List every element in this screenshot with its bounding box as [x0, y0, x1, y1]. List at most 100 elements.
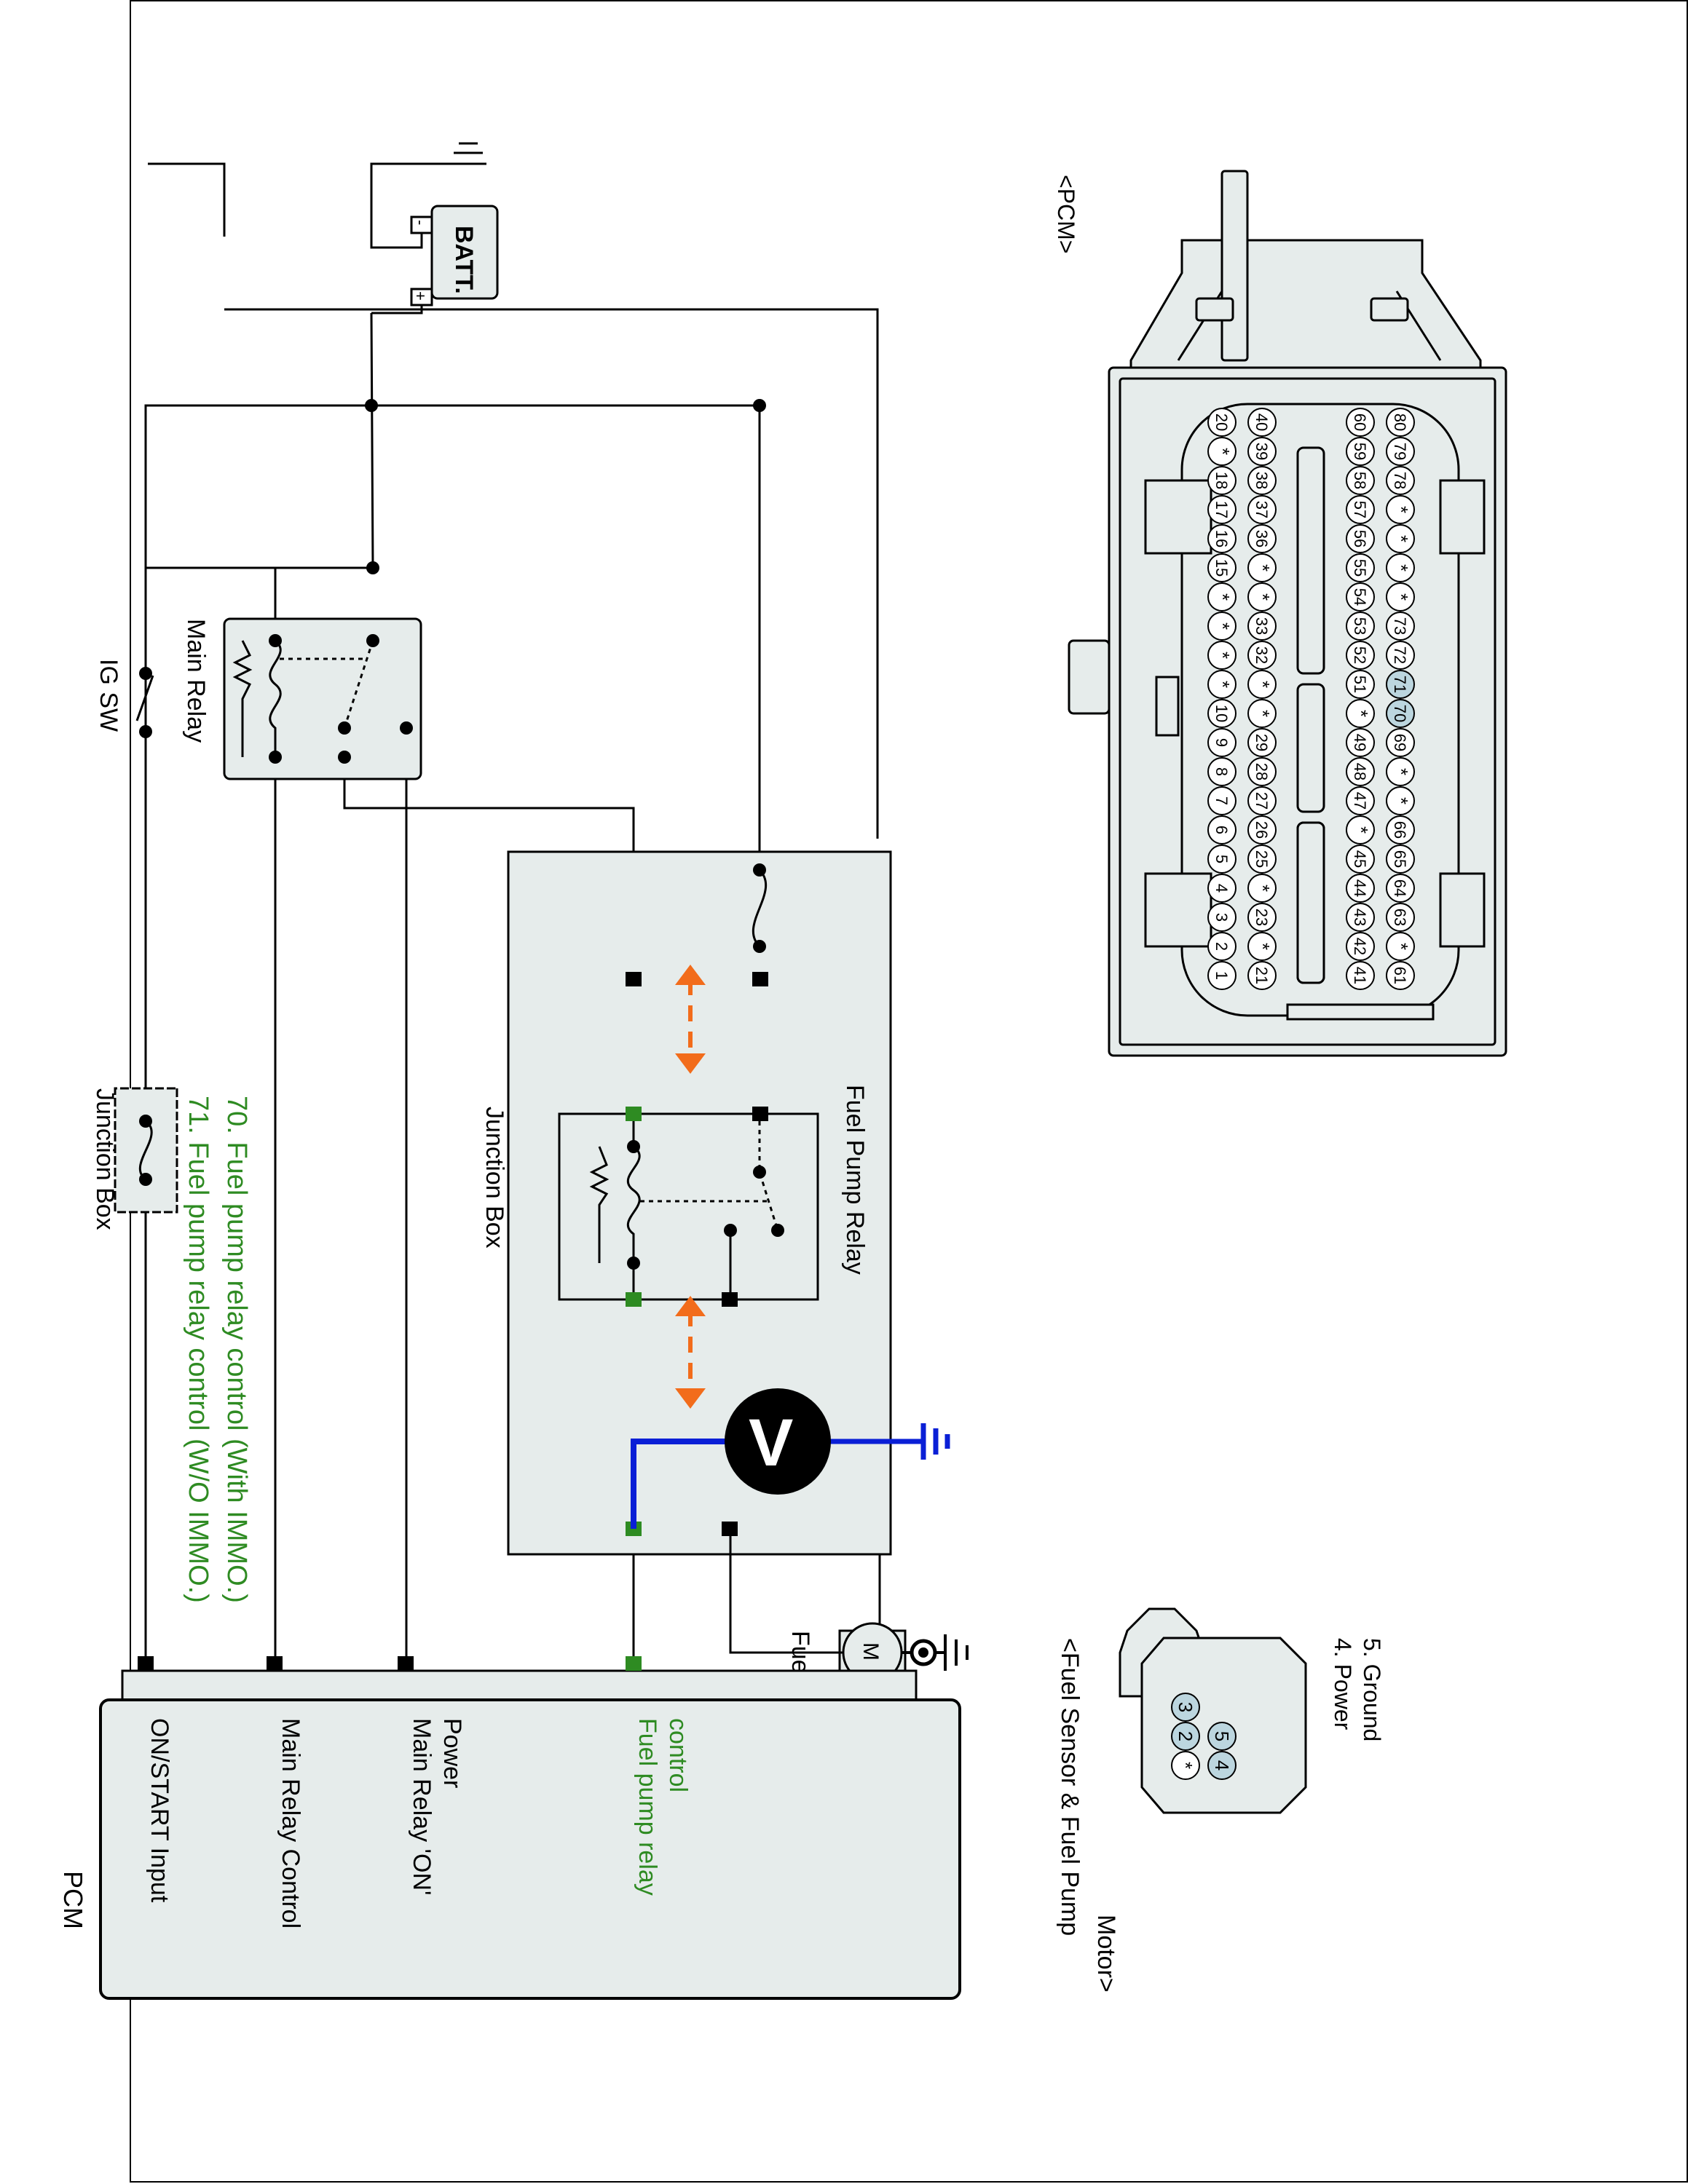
pcm-pin-label: 25 — [1253, 850, 1271, 868]
fuel-connector-pin-label: 3 — [1175, 1702, 1196, 1712]
motor-symbol: M — [859, 1642, 883, 1661]
pcm-pin — [1346, 553, 1375, 582]
fuel-connector-pins: 32*54 — [1171, 1693, 1237, 1780]
pcm-pin-label: 48 — [1351, 763, 1369, 780]
fuel-legend-power: 4. Power — [1330, 1638, 1356, 1730]
pcm-pin — [1346, 728, 1375, 757]
pcm-pin-label: 16 — [1212, 530, 1231, 547]
pcm-pin-label: 58 — [1351, 472, 1369, 489]
pcm-pin — [1346, 844, 1375, 874]
pcm-pin-label: * — [1212, 622, 1234, 630]
pcm-pin-label: 42 — [1351, 938, 1369, 955]
pcm-pin-label: 52 — [1351, 646, 1369, 664]
pcm-pin — [1247, 553, 1277, 582]
pcm-pin — [1247, 670, 1277, 699]
ground-symbol — [450, 142, 486, 165]
batt-to-ig-sw — [144, 404, 149, 1398]
pcm-pin — [1207, 932, 1237, 961]
pcm-module: PCM ON/START Input Main Relay Control Ma… — [58, 1656, 961, 2000]
pcm-pin — [1207, 874, 1237, 903]
voltmeter-label: V — [749, 1406, 793, 1480]
batt-plus-feed — [224, 308, 879, 839]
pcm-pin-label: 9 — [1212, 738, 1231, 747]
pcm-pin-label: * — [1252, 710, 1274, 717]
pcm-pin-label: 4 — [1212, 884, 1231, 893]
pcm-pin — [1346, 582, 1375, 612]
pcm-pin — [1386, 553, 1415, 582]
pcm-pin — [1247, 408, 1277, 437]
pcm-pin — [1247, 524, 1277, 553]
fuel-connector-pin-label: * — [1175, 1762, 1196, 1769]
pcm-pin — [1386, 582, 1415, 612]
pcm-pin-label: 70 — [1391, 705, 1409, 722]
pcm-pin-label: * — [1390, 943, 1412, 950]
pcm-pin-label: 44 — [1351, 879, 1369, 897]
main-relay: Main Relay — [182, 617, 422, 780]
pcm-label-control: control — [664, 1718, 692, 1792]
pcm-pin — [1346, 641, 1375, 670]
fuel-sensor-connector: <Fuel Sensor & Fuel Pump Motor> 32*54 4.… — [1056, 1607, 1385, 1993]
main-relay-label: Main Relay — [182, 619, 210, 743]
pcm-pin — [1346, 466, 1375, 495]
pcm-pin-label: 72 — [1391, 646, 1409, 664]
pcm-pin — [1346, 612, 1375, 641]
pcm-pin — [1386, 495, 1415, 524]
pcm-pin-label: 73 — [1391, 617, 1409, 635]
pcm-pin — [1346, 815, 1375, 844]
pcm-pin-label: 37 — [1253, 501, 1271, 518]
pcm-pin — [1386, 408, 1415, 437]
fuel-pump-relay-box — [558, 1112, 819, 1301]
pcm-pin — [1247, 699, 1277, 728]
battery-wire-minus — [370, 162, 468, 249]
battery-minus-sign: - — [411, 220, 430, 225]
pcm-pin-label: 65 — [1391, 850, 1409, 868]
pcm-pin — [1346, 408, 1375, 437]
pcm-pin — [1207, 786, 1237, 815]
battery-plus-sign: + — [411, 291, 430, 301]
pcm-pin — [1247, 495, 1277, 524]
pcm-pin — [1386, 641, 1415, 670]
pcm-pin — [1386, 466, 1415, 495]
pcm-pin-label: * — [1212, 448, 1234, 455]
fuel-connector-pin-label: 4 — [1211, 1760, 1233, 1770]
pcm-pin-label: 32 — [1253, 646, 1271, 664]
pcm-pin-label: 69 — [1391, 734, 1409, 751]
pcm-pin — [1386, 728, 1415, 757]
pcm-pin — [1386, 932, 1415, 961]
pcm-pin — [1386, 699, 1415, 728]
voltmeter-ground-wire — [814, 1423, 950, 1460]
pcm-pin — [1207, 408, 1237, 437]
ig-sw-label: IG SW — [95, 659, 122, 732]
pcm-pin — [1207, 844, 1237, 874]
junction-box-top: Junction Box — [91, 1087, 178, 1230]
batt-main-wire — [279, 312, 374, 569]
separator-bar — [1296, 683, 1325, 813]
fuel-connector-pin — [1171, 1722, 1200, 1751]
pcm-pin — [1207, 670, 1237, 699]
voltmeter — [725, 1388, 831, 1495]
pcm-pin — [1346, 495, 1375, 524]
fuel-connector-title-1: <Fuel Sensor & Fuel Pump — [1056, 1638, 1084, 1936]
pcm-pin — [1247, 641, 1277, 670]
pcm-pin-label: * — [1390, 593, 1412, 601]
pcm-pin — [1247, 612, 1277, 641]
pcm-pin-label: 38 — [1253, 472, 1271, 489]
pcm-pin-label: 39 — [1253, 443, 1271, 460]
battery-wire-plus — [371, 305, 423, 314]
pcm-pin — [1386, 844, 1415, 874]
pcm-pin-label: 8 — [1212, 767, 1231, 776]
key — [1144, 872, 1212, 948]
pcm-pin-label: 15 — [1212, 559, 1231, 577]
pcm-pin-label: * — [1212, 652, 1234, 659]
voltmeter-probe-wire — [631, 1439, 741, 1529]
pcm-pin-label: 26 — [1253, 821, 1271, 839]
key — [1068, 639, 1111, 715]
pcm-pin — [1386, 757, 1415, 786]
pcm-pin — [1346, 874, 1375, 903]
key — [1439, 479, 1486, 555]
pcm-label-main-relay-on: Main Relay 'ON' — [408, 1718, 435, 1896]
key — [1155, 676, 1180, 737]
pcm-pin — [1207, 437, 1237, 466]
pcm-pin — [1207, 728, 1237, 757]
ground-to-batt-minus — [148, 162, 226, 237]
